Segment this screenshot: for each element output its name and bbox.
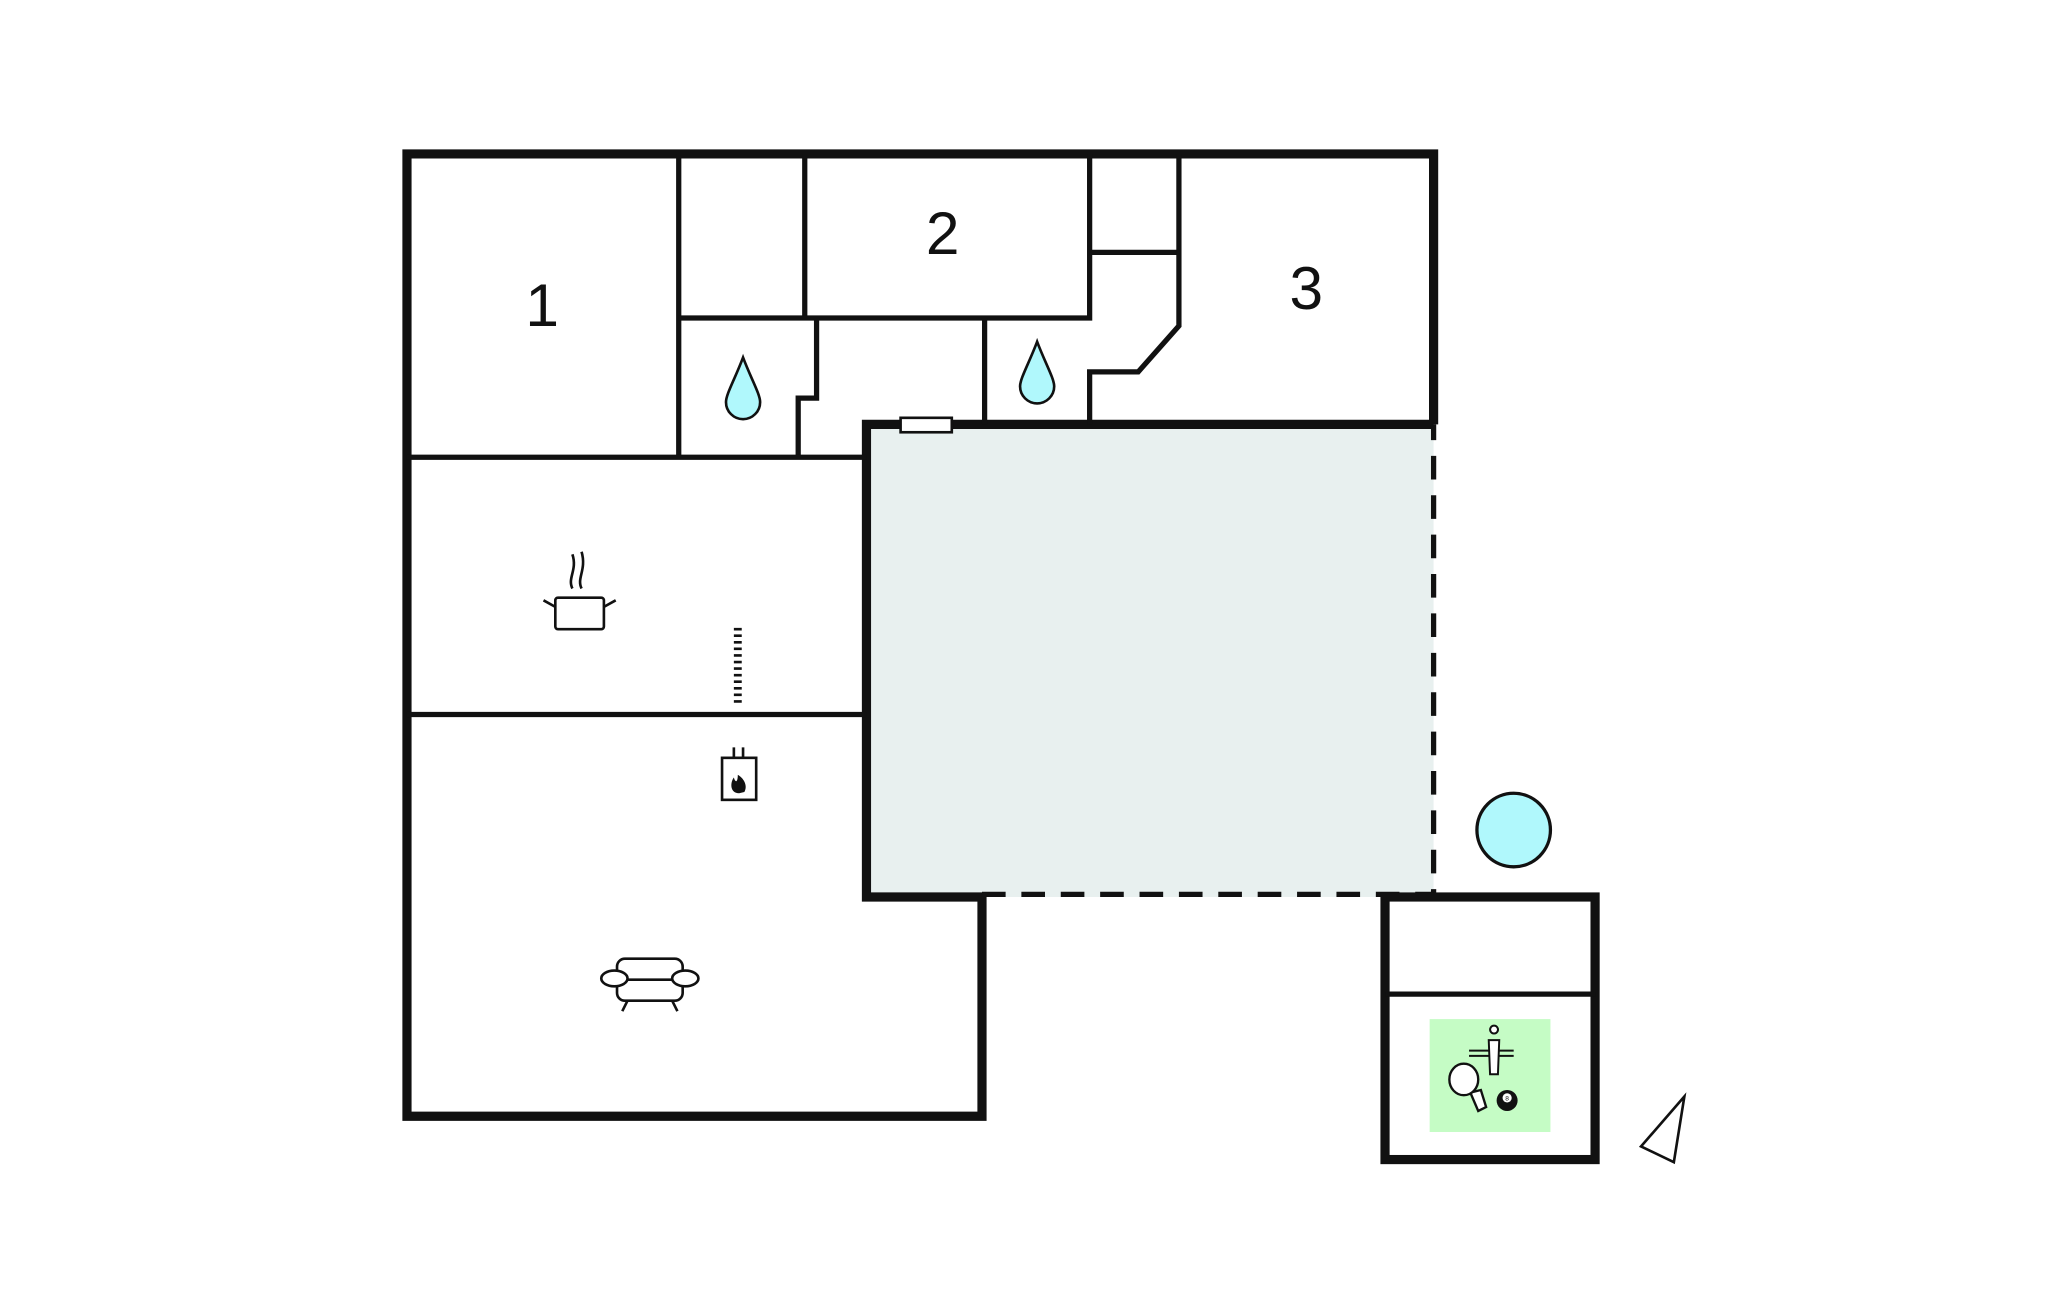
sofa-icon <box>599 957 700 1012</box>
ping-pong-icon <box>1448 1062 1488 1113</box>
terrace-area <box>866 424 1434 897</box>
water-drop-icon <box>724 353 762 421</box>
pool-icon <box>1475 791 1553 869</box>
cooking-pot-icon <box>542 551 617 631</box>
outbuilding-wall <box>1380 892 1600 1165</box>
games-area <box>1429 1019 1551 1132</box>
water-drop-icon <box>1018 337 1056 405</box>
billiard-ball-icon: 8 <box>1496 1089 1518 1111</box>
foosball-icon <box>1469 1024 1514 1076</box>
room-label-1: 1 <box>525 271 559 339</box>
room-label-2: 2 <box>926 199 960 267</box>
room-label-3: 3 <box>1289 254 1323 322</box>
window <box>899 416 954 434</box>
interior-walls <box>406 153 1182 718</box>
svg-text:8: 8 <box>1505 1095 1509 1102</box>
compass-north-icon <box>1638 1092 1687 1165</box>
fireplace-icon <box>720 747 758 802</box>
